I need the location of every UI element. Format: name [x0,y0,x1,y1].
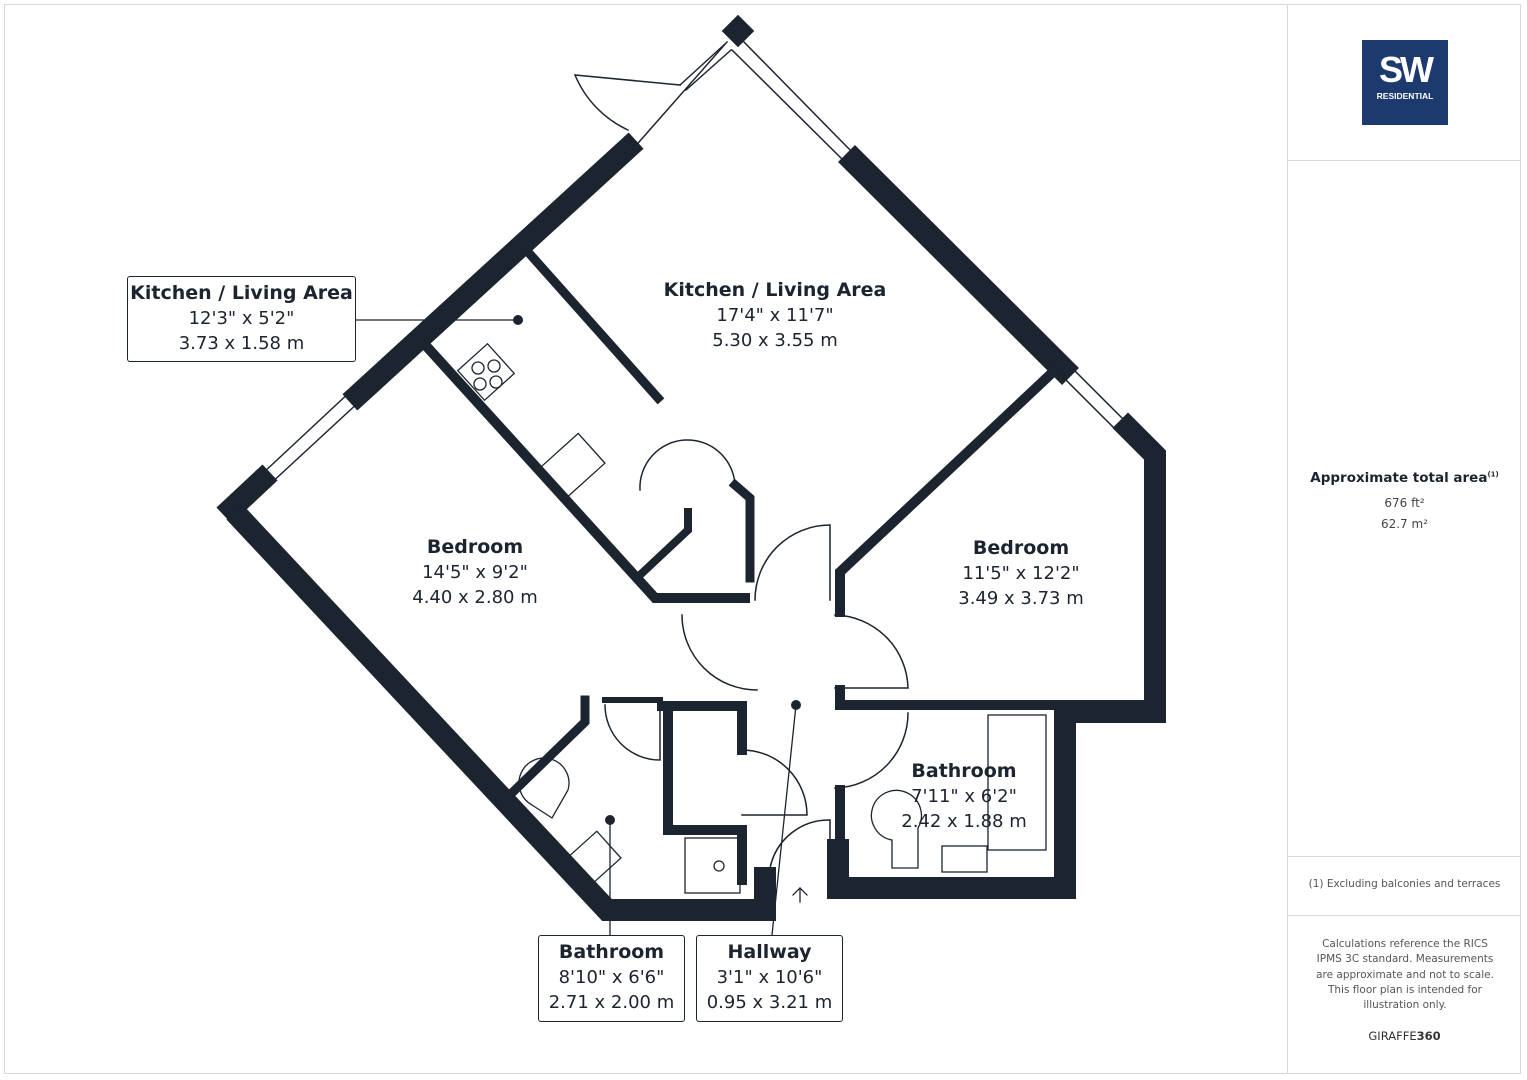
window [260,38,1127,488]
callout-kitchen-living: Kitchen / Living Area 12'3" x 5'2" 3.73 … [127,276,356,362]
room-metric: 3.49 x 3.73 m [958,588,1084,609]
room-metric: 5.30 x 3.55 m [712,330,838,351]
area-sqft: 676 ft² [1384,496,1425,510]
fixture [456,342,1047,894]
divider [1288,856,1521,857]
divider [1288,160,1521,161]
room-name: Bedroom [972,537,1070,559]
wall [827,412,1166,899]
leader-dot [513,315,801,825]
room-label-kitchen-living: Kitchen / Living Area 17'4" x 11'7" 5.30… [664,277,887,353]
callout-bathroom: Bathroom 8'10" x 6'6" 2.71 x 2.00 m [538,935,685,1022]
room-name: Bathroom [911,760,1017,782]
room-name: Kitchen / Living Area [663,279,887,301]
room-imperial: 7'11" x 6'2" [911,786,1017,807]
room-label-bathroom-2: Bathroom 7'11" x 6'2" 2.42 x 1.88 m [901,758,1027,834]
giraffe360-credit: GIRAFFE360 [1288,1029,1521,1043]
callout-name: Hallway [727,941,812,963]
callout-hallway: Hallway 3'1" x 10'6" 0.95 x 3.21 m [696,935,843,1022]
wall [634,508,692,581]
room-imperial: 14'5" x 9'2" [422,562,528,583]
disclaimer: Calculations reference the RICS IPMS 3C … [1316,938,1494,1012]
wall [838,145,1079,385]
wall [663,701,747,885]
page-frame [4,4,1521,1074]
area-sqm: 62.7 m² [1380,517,1429,531]
footnote-mark: (1) [1487,470,1499,479]
wall [835,364,1061,617]
wall [657,701,747,755]
logo-subtext: RESIDENTIAL [1376,91,1434,101]
area-title-text: Approximate total area [1310,470,1488,486]
wall-corner [721,14,755,48]
callout-metric: 0.95 x 3.21 m [706,992,833,1013]
callout-name: Bathroom [558,941,665,963]
wall [420,340,750,603]
area-title: Approximate total area(1) [1288,470,1521,486]
callout-imperial: 8'10" x 6'6" [558,967,665,988]
room-label-bedroom-1: Bedroom 14'5" x 9'2" 4.40 x 2.80 m [412,534,538,610]
sw-residential-logo: SW RESIDENTIAL [1362,40,1448,125]
room-metric: 2.42 x 1.88 m [901,811,1027,832]
wall [521,245,665,405]
room-imperial: 17'4" x 11'7" [716,305,834,326]
wall [508,695,590,797]
wall [226,504,776,921]
room-imperial: 11'5" x 12'2" [962,563,1080,584]
credit-part: GIRAFFE [1368,1029,1417,1043]
room-label-bedroom-2: Bedroom 11'5" x 12'2" 3.49 x 3.73 m [958,535,1084,611]
info-panel: SW RESIDENTIAL Approximate total area(1)… [1287,4,1521,1074]
callout-imperial: 12'3" x 5'2" [188,308,295,329]
callout-name: Kitchen / Living Area [130,282,353,304]
callout-metric: 2.71 x 2.00 m [548,992,675,1013]
callout-imperial: 3'1" x 10'6" [716,967,823,988]
floor-plan [216,14,1166,936]
footnote: (1) Excluding balconies and terraces [1308,878,1501,890]
wall [216,464,278,524]
wall [342,132,644,411]
logo-text: SW [1379,49,1434,90]
divider [1288,915,1521,916]
door-swing [573,74,681,131]
callout-metric: 3.73 x 1.58 m [178,333,305,354]
wall [835,685,1145,710]
room-metric: 4.40 x 2.80 m [412,587,538,608]
wall [728,478,755,583]
credit-part: 360 [1416,1029,1441,1043]
door-swing [604,439,909,869]
room-name: Bedroom [426,536,524,558]
leader-line [354,319,808,936]
